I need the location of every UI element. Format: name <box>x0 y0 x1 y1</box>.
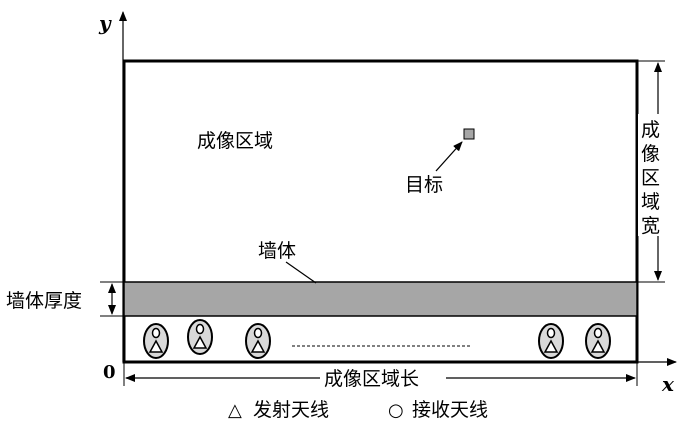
receive-antenna-label: 接收天线 <box>412 399 488 421</box>
imaging-width-label: 成 像 区 域 宽 <box>638 114 664 237</box>
imaging-length-label: 成像区域长 <box>324 368 419 390</box>
imaging-area-label: 成像区域 <box>197 130 273 152</box>
receive-antenna-symbol: ○ <box>388 400 404 421</box>
antenna <box>538 323 564 359</box>
imaging-region-frame <box>122 59 639 364</box>
antenna <box>143 323 169 359</box>
imaging-width-char: 区 <box>641 167 660 189</box>
imaging-width-char: 宽 <box>641 215 660 237</box>
wall-thickness-label: 墙体厚度 <box>6 290 82 312</box>
wall <box>123 281 638 317</box>
length-label-backdrop <box>320 366 446 388</box>
legend: △ 发射天线 ○ 接收天线 <box>228 399 488 421</box>
transmit-antenna-symbol: △ <box>228 400 242 421</box>
antenna <box>187 319 213 355</box>
x-axis-label: x <box>661 372 675 396</box>
transmit-antenna-label: 发射天线 <box>253 399 329 421</box>
target-marker <box>463 128 475 140</box>
target-pointer-arrow <box>435 141 463 172</box>
imaging-width-char: 域 <box>641 191 660 213</box>
imaging-width-char: 成 <box>641 119 660 141</box>
antenna <box>585 323 611 359</box>
origin-label: 0 <box>103 362 116 383</box>
y-axis-label: y <box>98 11 112 35</box>
antenna <box>245 323 271 359</box>
target-label: 目标 <box>405 174 443 196</box>
imaging-width-char: 像 <box>641 143 660 165</box>
wall-leader-line <box>285 261 317 284</box>
wall-label: 墙体 <box>258 240 296 262</box>
